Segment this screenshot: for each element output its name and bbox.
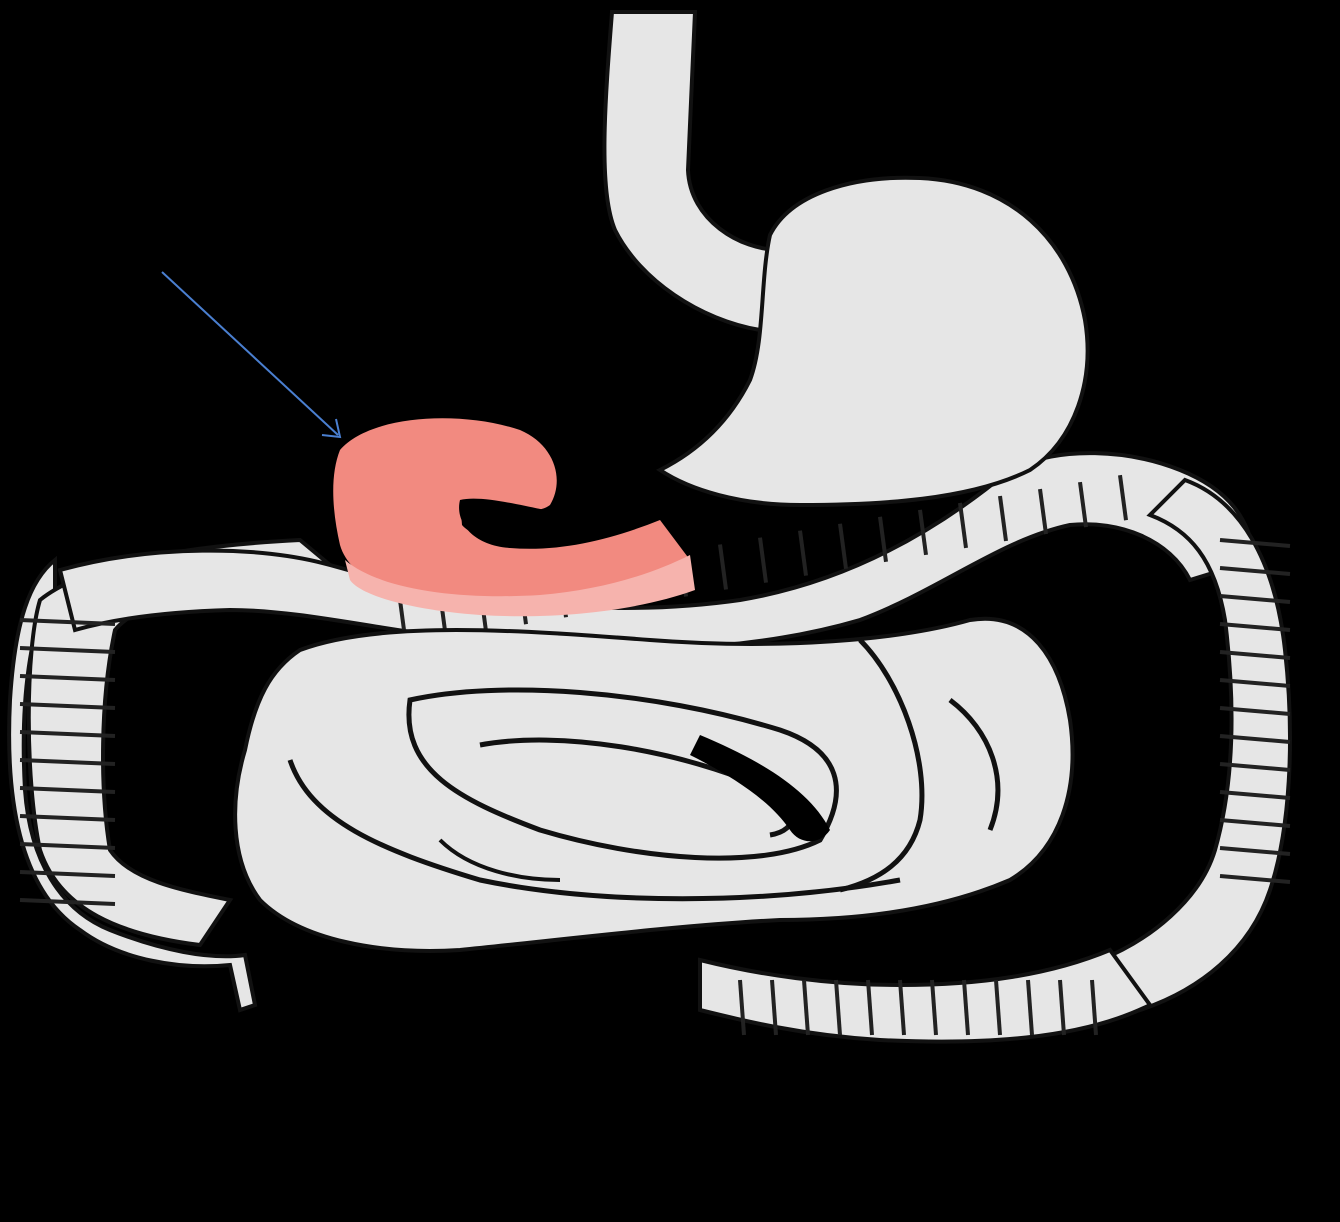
- esophagus-and-stomach: [604, 12, 1087, 505]
- small-intestine-mass: [235, 619, 1072, 951]
- pointer-arrow: [162, 272, 340, 437]
- haustra-line: [760, 538, 766, 583]
- small-intestine: [235, 619, 1072, 951]
- sigmoid-colon: [700, 950, 1150, 1042]
- haustra-line: [800, 531, 806, 576]
- arrow-shaft: [162, 272, 338, 435]
- haustra-line: [840, 524, 846, 569]
- haustra-line: [720, 545, 726, 590]
- duodenum-highlight: [333, 418, 695, 616]
- stomach: [660, 178, 1088, 505]
- esophagus: [604, 12, 780, 330]
